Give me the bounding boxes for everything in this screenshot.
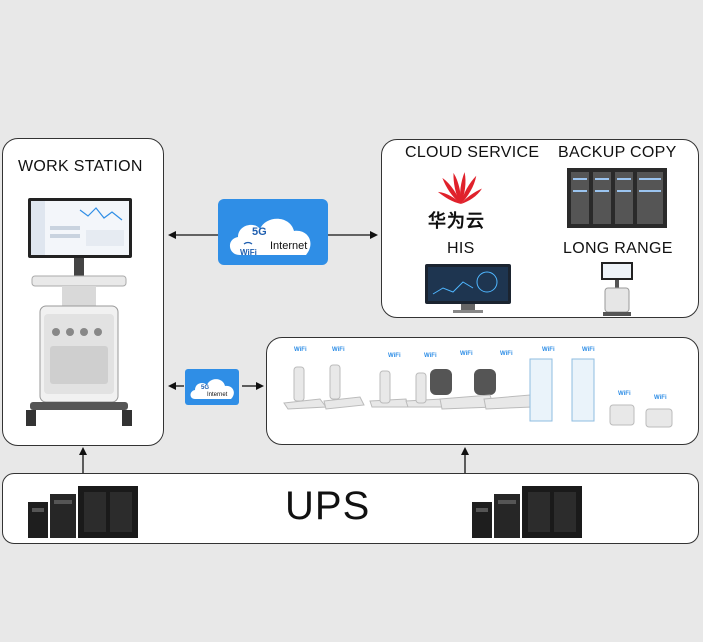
network-cloud-badge: 5G Internet WiFi: [218, 199, 328, 265]
his-monitor-image: [425, 264, 511, 313]
backup-copy-label: BACKUP COPY: [558, 144, 677, 161]
cloud-service-label: CLOUD SERVICE: [405, 144, 540, 161]
small-five-g-label: 5G: [201, 385, 209, 391]
device-wifi-4: WiFi: [424, 353, 437, 359]
long-range-label: LONG RANGE: [563, 240, 673, 257]
ups-label: UPS: [285, 484, 371, 528]
small-network-badge: Internet 5G: [185, 369, 239, 405]
device-wifi-1: WiFi: [294, 347, 307, 353]
long-range-cart-image: [601, 262, 633, 316]
device-wifi-9: WiFi: [618, 391, 631, 397]
device-wifi-2: WiFi: [332, 347, 345, 353]
device-wifi-5: WiFi: [460, 351, 473, 357]
backup-server-image: [567, 168, 667, 228]
ups-cabinets-left-image: [28, 486, 138, 538]
ups-to-devices-arrow: [461, 447, 469, 473]
internet-label: Internet: [270, 240, 307, 252]
top-bidirectional-arrow: [168, 231, 378, 239]
device-wifi-6: WiFi: [500, 351, 513, 357]
five-g-label: 5G: [252, 226, 267, 238]
small-internet-label: Internet: [207, 392, 228, 398]
device-wifi-7: WiFi: [542, 347, 555, 353]
huawei-cloud-text: 华为云: [428, 211, 485, 231]
workstation-cart-image: [26, 198, 132, 426]
middle-bidirectional-arrow: [168, 382, 264, 390]
device-wifi-8: WiFi: [582, 347, 595, 353]
ups-cabinets-right-image: [472, 486, 582, 538]
ups-to-workstation-arrow: [79, 447, 87, 473]
rehab-devices-image: WiFi WiFi WiFi WiFi WiFi WiFi WiFi WiFi …: [283, 347, 673, 428]
huawei-logo-icon: [437, 172, 482, 204]
wifi-label: WiFi: [240, 248, 257, 257]
workstation-title: WORK STATION: [18, 158, 143, 175]
device-wifi-3: WiFi: [388, 353, 401, 359]
device-wifi-10: WiFi: [654, 395, 667, 401]
his-label: HIS: [447, 240, 475, 257]
